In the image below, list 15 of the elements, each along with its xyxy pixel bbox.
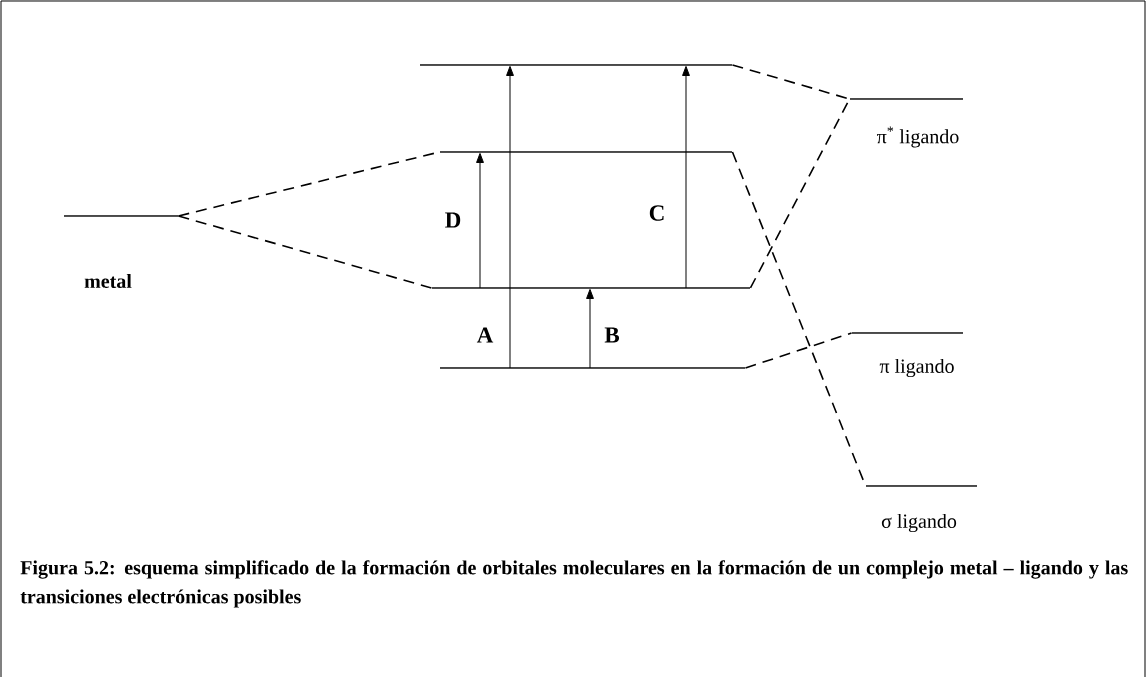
edge-label: B bbox=[604, 327, 620, 343]
caption: Figura 5.2: esquema simplificado de la formación de orbitales moleculares en la formación de un complejo metal – ligando y las transiciones electrónicas posibles bbox=[20, 560, 1128, 608]
level-label: π ligando bbox=[879, 358, 954, 378]
transition-arrow bbox=[586, 288, 594, 369]
edge-label: A bbox=[476, 327, 494, 343]
transition-arrow bbox=[682, 65, 690, 289]
transition-arrow bbox=[506, 65, 514, 369]
correlation-line bbox=[744, 332, 853, 369]
correlation-line bbox=[177, 215, 433, 289]
level-label: π$^{*}$ ligando bbox=[877, 126, 959, 148]
edge-label: D bbox=[445, 212, 461, 228]
level-label: σ ligando bbox=[881, 513, 957, 533]
transition-arrow bbox=[476, 152, 484, 289]
edge-label: C bbox=[649, 205, 664, 221]
level-label: metal bbox=[84, 273, 132, 289]
